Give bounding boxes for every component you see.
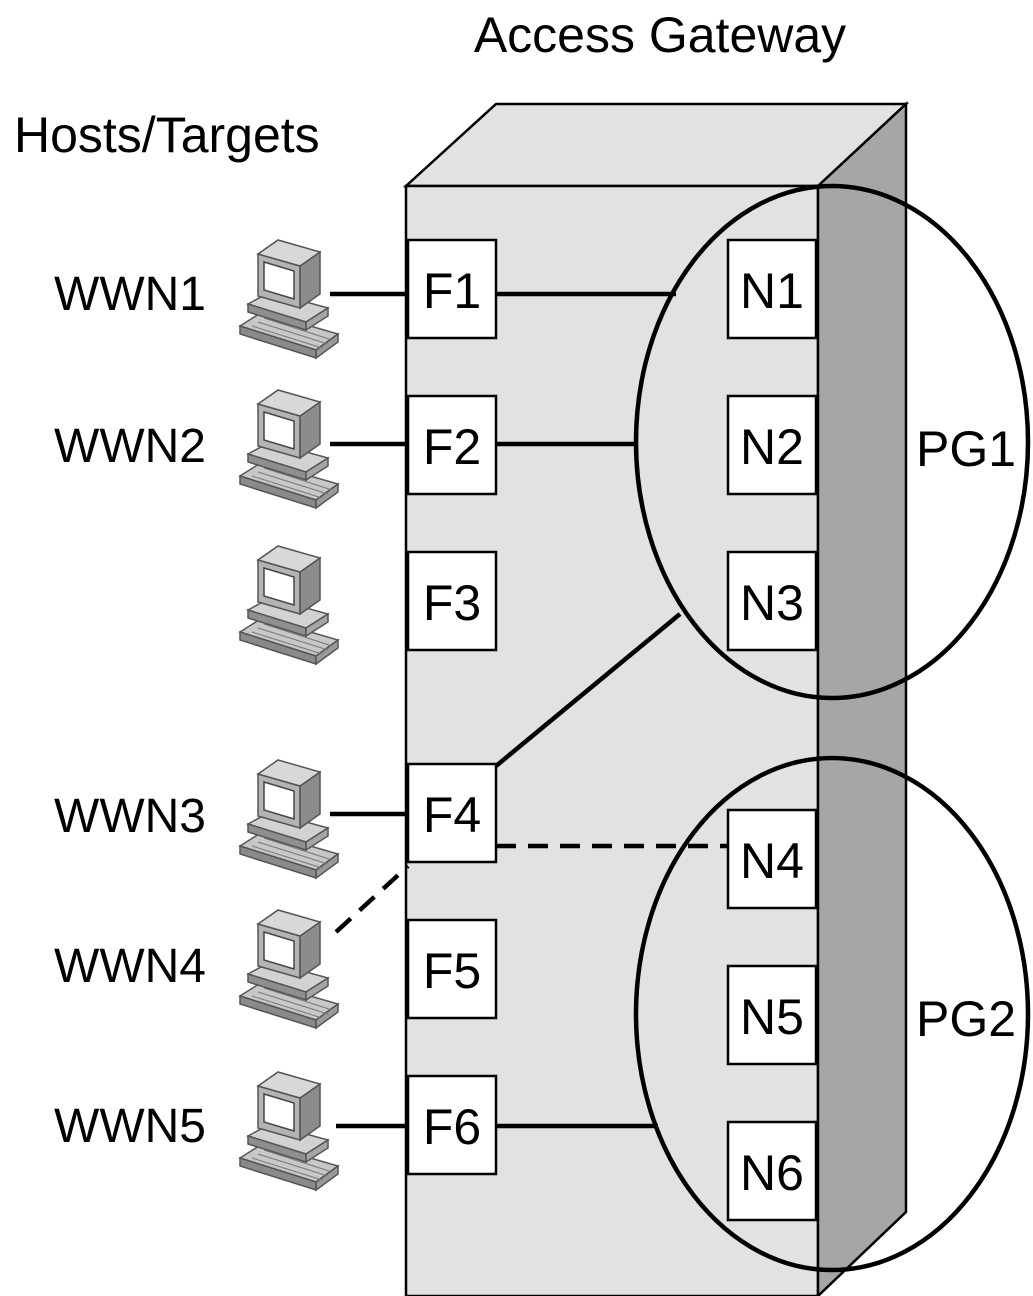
host-6: WWN5: [54, 1071, 339, 1191]
n-port-label: N3: [740, 575, 804, 631]
computer-icon: [239, 759, 339, 879]
host-2: WWN2: [54, 389, 339, 509]
computer-icon: [239, 239, 339, 359]
host-label: WWN1: [54, 268, 206, 321]
gateway-side-face: [816, 101, 908, 1296]
f-port-label: F6: [423, 1099, 481, 1155]
n-port-label: N4: [740, 833, 804, 889]
f-port-5: F5: [406, 918, 498, 1020]
n-port-2: N2: [726, 394, 818, 496]
n-port-1: N1: [726, 238, 818, 340]
computer-icon: [239, 1071, 339, 1191]
hosts-heading: Hosts/Targets: [14, 107, 320, 163]
n-port-3: N3: [726, 550, 818, 652]
f-port-label: F1: [423, 263, 481, 319]
host-label: WWN5: [54, 1100, 206, 1153]
n-ports: N1 N2 N3 N4 N5 N6: [726, 238, 818, 1222]
host-1: WWN1: [54, 239, 339, 359]
n-port-label: N2: [740, 419, 804, 475]
n-port-5: N5: [726, 964, 818, 1066]
computer-icon: [239, 909, 339, 1029]
port-group-2-label: PG2: [916, 991, 1016, 1047]
access-gateway-box: [402, 101, 910, 1296]
port-group-1-ellipse: [633, 183, 1031, 701]
f-ports: F1 F2 F3 F4 F5 F6: [406, 238, 498, 1176]
f-port-6: F6: [406, 1074, 498, 1176]
f-port-4: F4: [406, 762, 498, 864]
failover-link-wwn4-f4: [334, 864, 410, 934]
f-port-1: F1: [406, 238, 498, 340]
connections: [330, 291, 728, 1129]
f-port-label: F3: [423, 575, 481, 631]
f-port-3: F3: [406, 550, 498, 652]
computer-icon: [239, 545, 339, 665]
diagram-title: Access Gateway: [474, 7, 846, 63]
n-port-6: N6: [726, 1120, 818, 1222]
host-3: [239, 545, 339, 665]
host-label: WWN2: [54, 420, 206, 473]
port-groups: PG1 PG2: [633, 183, 1031, 1273]
host-label: WWN3: [54, 790, 206, 843]
f-port-label: F2: [423, 419, 481, 475]
link-f4-n3: [494, 612, 682, 768]
gateway-front-face: [404, 184, 820, 1296]
n-port-label: N5: [740, 989, 804, 1045]
n-port-4: N4: [726, 808, 818, 910]
host-4: WWN3: [54, 759, 339, 879]
port-group-1-label: PG1: [916, 421, 1016, 477]
host-label: WWN4: [54, 940, 206, 993]
n-port-label: N6: [740, 1145, 804, 1201]
port-group-2-ellipse: [633, 755, 1031, 1273]
f-port-2: F2: [406, 394, 498, 496]
f-port-label: F4: [423, 787, 481, 843]
computer-icon: [239, 389, 339, 509]
hosts: WWN1 WWN2 WWN3 WWN4 WWN5: [54, 239, 339, 1191]
n-port-label: N1: [740, 263, 804, 319]
host-5: WWN4: [54, 909, 339, 1029]
f-port-label: F5: [423, 943, 481, 999]
